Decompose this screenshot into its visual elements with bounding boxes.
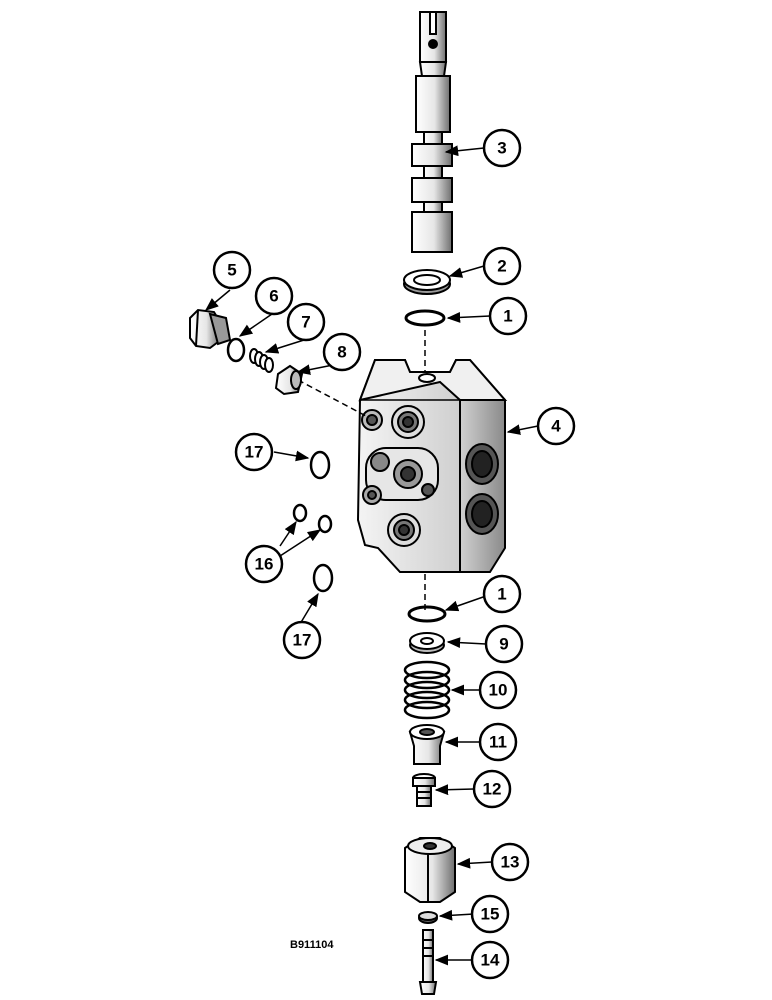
o-ring-part-17-upper <box>309 450 331 480</box>
spring-part-7 <box>249 348 274 373</box>
callout-3: 3 <box>497 139 506 158</box>
callout-17-lower: 17 <box>293 631 312 650</box>
callout-10: 10 <box>489 681 508 700</box>
callout-9: 9 <box>499 635 508 654</box>
callout-4: 4 <box>551 417 561 436</box>
callout-13: 13 <box>501 853 520 872</box>
callout-circles <box>212 128 576 980</box>
assembly-axis-side <box>297 379 367 417</box>
callout-15: 15 <box>481 905 500 924</box>
callout-17-upper: 17 <box>245 443 264 462</box>
callout-8: 8 <box>337 343 346 362</box>
callout-2: 2 <box>497 257 506 276</box>
callout-6: 6 <box>269 287 278 306</box>
callout-1-lower: 1 <box>497 585 506 604</box>
spool-part <box>411 11 453 253</box>
callout-7: 7 <box>301 313 310 332</box>
nut-part-15 <box>418 911 438 924</box>
housing-part-13 <box>404 837 456 903</box>
spring-cap-part-11 <box>408 724 446 765</box>
diagram-code: B911104 <box>290 939 334 951</box>
o-ring-lower <box>407 605 447 623</box>
callout-5: 5 <box>227 261 236 280</box>
washer-part-9 <box>409 632 445 654</box>
callout-12: 12 <box>483 780 502 799</box>
callout-1-upper: 1 <box>503 307 512 326</box>
screw-part-14 <box>418 929 438 995</box>
o-ring-part-6 <box>226 337 246 363</box>
o-ring-part-16-a <box>292 503 308 523</box>
valve-body-part <box>356 359 508 573</box>
o-ring-part-16-b <box>317 514 333 534</box>
callout-11: 11 <box>489 733 507 752</box>
spring-part-10 <box>403 660 451 720</box>
plug-part <box>189 308 232 350</box>
callout-16: 16 <box>255 555 274 574</box>
o-ring-part-17-lower <box>312 563 334 593</box>
callout-14: 14 <box>481 951 500 970</box>
poppet-part-8 <box>274 364 304 396</box>
seal-part <box>403 269 451 295</box>
bolt-part-12 <box>412 773 436 807</box>
o-ring-upper <box>404 309 446 327</box>
